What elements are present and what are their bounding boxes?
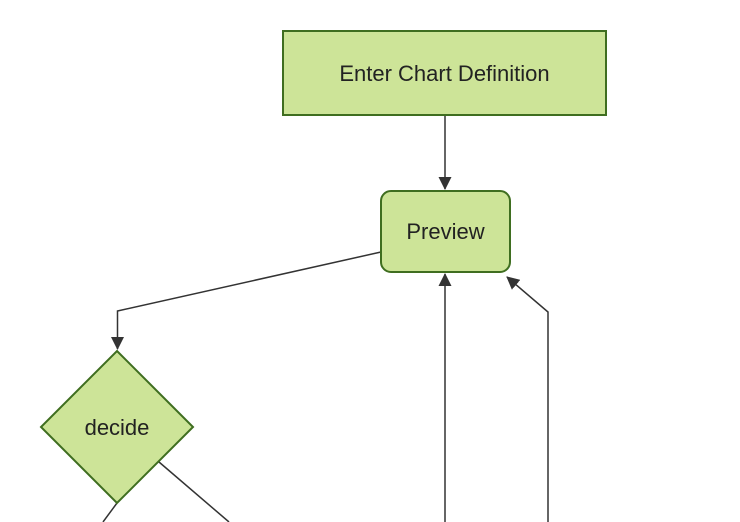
decide-diamond [39,349,195,505]
preview-box [380,190,511,273]
node-enter-chart-definition: Enter Chart Definition [282,30,607,116]
node-preview: Preview [380,190,511,273]
enter-chart-definition-label: Enter Chart Definition [339,61,549,86]
edge-preview-to-decide [111,251,382,350]
edge-bottom-right-to-preview [506,276,549,522]
decide-label: decide [85,415,150,440]
enter-chart-definition-box [282,30,607,116]
edge-decide-to-offscreen-left [102,502,118,522]
preview-label: Preview [406,219,484,244]
node-decide: decide [39,349,195,505]
edge-decide-to-offscreen-right [158,461,230,522]
